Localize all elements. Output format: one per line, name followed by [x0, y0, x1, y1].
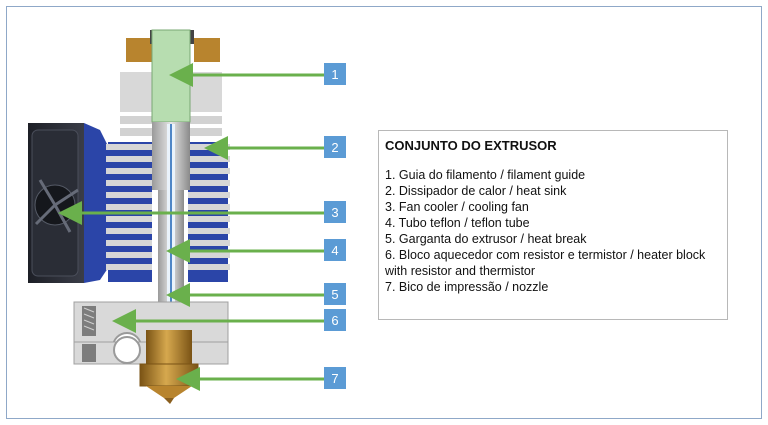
legend-item: 2. Dissipador de calor / heat sink: [385, 184, 567, 198]
legend-item: 3. Fan cooler / cooling fan: [385, 200, 529, 214]
badge-label-1: 1: [331, 67, 338, 82]
badge-5: [324, 283, 346, 305]
badge-3: [324, 201, 346, 223]
badge-4: [324, 239, 346, 261]
badge-6: [324, 309, 346, 331]
badge-label-7: 7: [331, 371, 338, 386]
legend-item: 5. Garganta do extrusor / heat break: [385, 232, 587, 246]
badge-label-3: 3: [331, 205, 338, 220]
legend-box: CONJUNTO DO EXTRUSOR 1. Guia do filament…: [378, 130, 728, 320]
legend-item: 7. Bico de impressão / nozzle: [385, 280, 549, 294]
legend-item: 4. Tubo teflon / teflon tube: [385, 216, 530, 230]
cooling-fan: [28, 123, 110, 283]
badge-label-2: 2: [331, 140, 338, 155]
badge-7: [324, 367, 346, 389]
legend-item: 1. Guia do filamento / filament guide: [385, 168, 586, 182]
badge-label-5: 5: [331, 287, 338, 302]
callout-arrows: [58, 63, 324, 391]
badge-2: [324, 136, 346, 158]
badge-label-6: 6: [331, 313, 338, 328]
legend-title: CONJUNTO DO EXTRUSOR: [385, 138, 557, 153]
legend-item: 6. Bloco aquecedor com resistor e termis…: [385, 248, 706, 278]
nozzle: [139, 330, 199, 404]
badge-1: [324, 63, 346, 85]
top-nut: [126, 38, 152, 62]
badge-label-4: 4: [331, 243, 338, 258]
callout-badges: 1 2 3 4 5 6 7: [324, 63, 346, 389]
